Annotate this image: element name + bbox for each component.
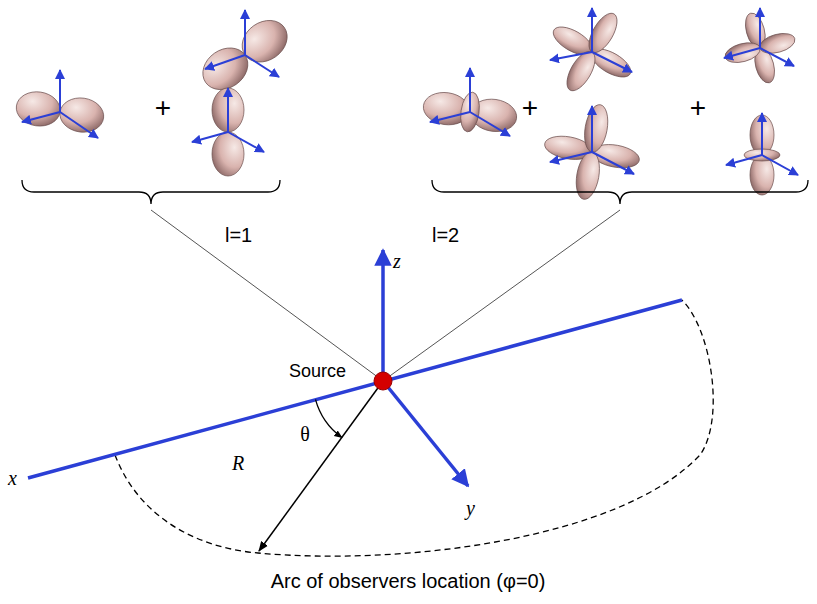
lobe [581, 103, 611, 154]
axis-arrow [245, 55, 279, 77]
plus-sign: + [522, 92, 538, 124]
axis-arrow [192, 132, 228, 142]
radius-label: R [232, 452, 244, 475]
axis-arrow [591, 8, 593, 52]
axis-label: y [466, 497, 475, 520]
lobe [723, 39, 762, 66]
angle-arc [316, 400, 342, 438]
axis-arrow [227, 88, 229, 132]
axis-arrow [760, 48, 794, 66]
x-axis [28, 300, 682, 478]
axis-arrow [228, 132, 264, 152]
order-label: l=1 [225, 224, 252, 247]
leader-line [387, 210, 620, 378]
axis-arrow [761, 113, 763, 155]
axis-arrow [470, 112, 510, 136]
plus-sign: + [155, 92, 171, 124]
axis-arrow [592, 52, 632, 72]
lobe [573, 150, 603, 201]
source-label: Source [289, 361, 346, 382]
axis-arrow [592, 152, 634, 174]
leader-line [151, 210, 379, 378]
plus-sign: + [690, 92, 706, 124]
axis-arrow [469, 68, 471, 112]
axis-label: z [393, 250, 401, 273]
observer-arc [115, 300, 713, 556]
order-label: l=2 [432, 224, 459, 247]
axis-arrow [724, 48, 760, 58]
axis-arrow [550, 152, 592, 162]
axis-arrow [591, 106, 593, 152]
orbital-lobes [14, 8, 798, 201]
lobe [14, 89, 62, 129]
axis-arrow [726, 155, 762, 165]
arc-caption: Arc of observers location (φ=0) [271, 570, 546, 593]
axis-arrow [60, 112, 98, 138]
axis-arrow [759, 8, 761, 48]
axis-arrow [205, 55, 245, 69]
z-axis [381, 250, 385, 381]
lobe [212, 88, 244, 132]
angle-label: θ [300, 423, 310, 446]
lobe [234, 12, 295, 71]
source-dot [374, 372, 392, 390]
axis-arrow [550, 52, 592, 60]
brace [432, 180, 808, 204]
radius-arrow [259, 381, 383, 551]
lobe [758, 30, 797, 57]
axis-arrow [244, 10, 246, 55]
axis-label: x [8, 467, 17, 490]
axis-arrow [762, 155, 798, 175]
axis-arrow [59, 70, 61, 112]
y-axis [383, 381, 468, 486]
lobe [583, 9, 622, 57]
brace [22, 180, 280, 204]
axis-arrow [22, 112, 60, 122]
axis-arrow [430, 112, 470, 122]
